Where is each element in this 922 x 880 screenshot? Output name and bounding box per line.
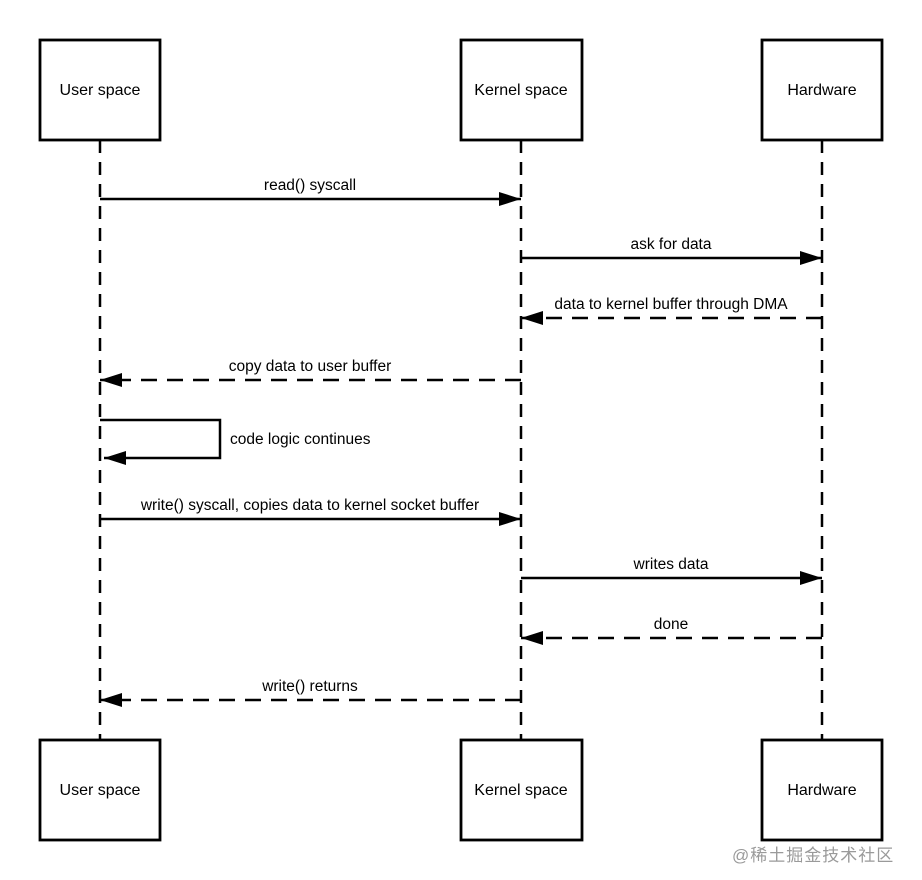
actor-box-rect xyxy=(760,738,884,842)
message-label: ask for data xyxy=(631,236,712,253)
message-label: read() syscall xyxy=(264,177,356,194)
message-label: write() returns xyxy=(261,678,358,695)
actor-box-rect xyxy=(38,738,162,842)
message-label: write() syscall, copies data to kernel s… xyxy=(140,497,479,514)
actor-box-user-space-top: User space xyxy=(38,38,162,142)
actor-box-rect xyxy=(760,38,884,142)
actor-box-hardware-top: Hardware xyxy=(760,38,884,142)
actor-label: User space xyxy=(60,82,141,99)
message-label: copy data to user buffer xyxy=(229,358,392,375)
message-read-syscall: read() syscall xyxy=(100,177,521,206)
message-copy-to-user-buffer: copy data to user buffer xyxy=(100,358,521,387)
watermark: @稀土掘金技术社区 xyxy=(732,846,895,865)
actor-box-hardware-bottom: Hardware xyxy=(760,738,884,842)
message-ask-for-data: ask for data xyxy=(521,236,822,265)
actor-label: Hardware xyxy=(787,782,856,799)
message-label: data to kernel buffer through DMA xyxy=(554,296,788,313)
actor-label: Hardware xyxy=(787,82,856,99)
actor-box-kernel-space-top: Kernel space xyxy=(459,38,584,142)
actor-box-rect xyxy=(459,738,584,842)
actor-box-rect xyxy=(459,38,584,142)
message-write-syscall: write() syscall, copies data to kernel s… xyxy=(100,497,521,526)
message-done: done xyxy=(521,616,822,645)
actor-box-user-space-bottom: User space xyxy=(38,738,162,842)
self-message-arrow xyxy=(100,418,222,465)
actor-box-rect xyxy=(38,38,162,142)
actor-label: User space xyxy=(60,782,141,799)
actor-box-kernel-space-bottom: Kernel space xyxy=(459,738,584,842)
message-label: code logic continues xyxy=(230,431,371,448)
actor-label: Kernel space xyxy=(474,82,567,99)
message-writes-data: writes data xyxy=(521,556,822,585)
message-code-logic-continues: code logic continues xyxy=(100,418,371,465)
message-label: done xyxy=(654,616,688,633)
message-dma-to-kernel-buffer: data to kernel buffer through DMA xyxy=(521,296,822,325)
message-label: writes data xyxy=(633,556,709,573)
message-write-returns: write() returns xyxy=(100,678,521,707)
actor-label: Kernel space xyxy=(474,782,567,799)
